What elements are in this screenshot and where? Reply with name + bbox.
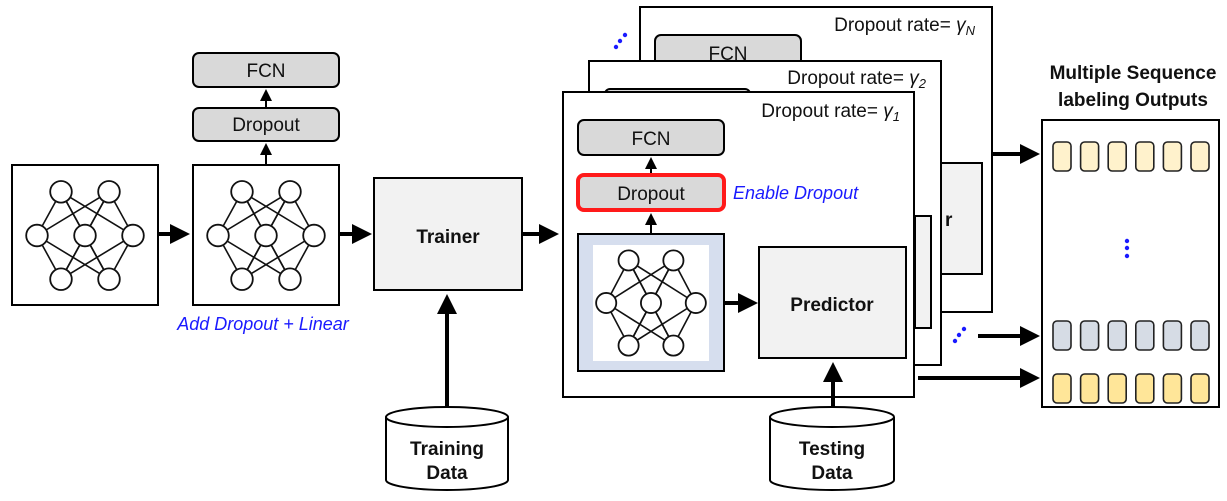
output-token xyxy=(1052,141,1072,172)
dropout-label: Dropout xyxy=(617,184,685,205)
network-node xyxy=(97,180,121,204)
neural-network-icon xyxy=(25,180,145,291)
network-node xyxy=(302,223,326,248)
output-token xyxy=(1079,141,1100,172)
network-node xyxy=(662,249,685,272)
network-node xyxy=(25,223,49,248)
dropout-box xyxy=(192,107,340,142)
network-node xyxy=(684,292,707,314)
network-edge xyxy=(217,191,291,237)
fcn-label: FCN xyxy=(708,44,747,65)
network-node xyxy=(662,334,685,357)
output-token xyxy=(1135,320,1155,351)
output-token xyxy=(1190,373,1210,404)
network-edge xyxy=(60,234,134,280)
enable-dropout-caption: Enable Dropout xyxy=(733,183,859,203)
network-node xyxy=(617,334,640,357)
network-node xyxy=(121,223,145,248)
output-token xyxy=(1190,141,1210,172)
predictor-box xyxy=(758,246,907,359)
outputs-title-line2: labeling Outputs xyxy=(1058,90,1208,111)
output-token xyxy=(1162,320,1183,351)
predictor-fragment: r xyxy=(945,210,953,231)
network-edge xyxy=(605,259,674,304)
network-node xyxy=(595,292,618,314)
ellipsis-dots-icon xyxy=(1124,238,1130,259)
fcn-label: FCN xyxy=(246,61,285,82)
fcn-label: FCN xyxy=(631,129,670,150)
fcn-box xyxy=(192,52,340,88)
output-token xyxy=(1190,320,1210,351)
training-data-line2: Data xyxy=(426,463,468,484)
output-token xyxy=(1079,373,1100,404)
ellipsis-dots-icon xyxy=(952,326,967,344)
ellipsis-dots-icon xyxy=(613,32,628,50)
testing-data-line2: Data xyxy=(811,463,853,484)
output-token xyxy=(1107,320,1127,351)
dropout-box-highlighted xyxy=(576,173,726,212)
network-node xyxy=(49,267,73,291)
output-token xyxy=(1162,141,1183,172)
network-node xyxy=(230,180,254,204)
neural-network-icon xyxy=(595,249,707,357)
dropout-rate-2: Dropout rate= γ2 xyxy=(787,68,927,91)
dropout-rate-n: Dropout rate= γN xyxy=(834,15,976,38)
network-edge xyxy=(628,302,697,347)
output-token xyxy=(1079,320,1100,351)
dropout-rate-1: Dropout rate= γ1 xyxy=(761,101,900,124)
dropout-label: Dropout xyxy=(232,115,300,136)
network-node xyxy=(97,267,121,291)
network-node xyxy=(640,292,662,314)
outputs-title-line1: Multiple Sequence xyxy=(1050,63,1217,84)
network-edge xyxy=(36,191,110,237)
output-token xyxy=(1162,373,1183,404)
network-node xyxy=(206,223,230,248)
neural-network-icon xyxy=(206,180,326,291)
network-node xyxy=(278,180,302,204)
network-edge xyxy=(241,234,315,280)
training-data-line1: Training xyxy=(410,439,484,460)
predictor-label: Predictor xyxy=(790,295,874,316)
network-node xyxy=(49,180,73,204)
output-token xyxy=(1052,320,1072,351)
network-node xyxy=(254,223,278,248)
network-node xyxy=(617,249,640,272)
fcn-box xyxy=(577,119,725,156)
training-data-cylinder: Training Data xyxy=(385,406,509,491)
output-token xyxy=(1107,373,1127,404)
token-rows xyxy=(1052,141,1210,404)
testing-data-cylinder: Testing Data xyxy=(769,406,895,491)
output-token xyxy=(1135,141,1155,172)
trainer-label: Trainer xyxy=(416,227,480,248)
network-node xyxy=(73,223,97,248)
add-dropout-caption: Add Dropout + Linear xyxy=(176,314,350,334)
output-token xyxy=(1052,373,1072,404)
testing-data-line1: Testing xyxy=(799,439,865,460)
network-node xyxy=(230,267,254,291)
output-token xyxy=(1107,141,1127,172)
model-panel-1: Dropout rate= γ1 FCN Dropout Enable Drop… xyxy=(562,91,915,398)
trainer-box xyxy=(373,177,523,291)
output-token xyxy=(1135,373,1155,404)
network-node xyxy=(278,267,302,291)
